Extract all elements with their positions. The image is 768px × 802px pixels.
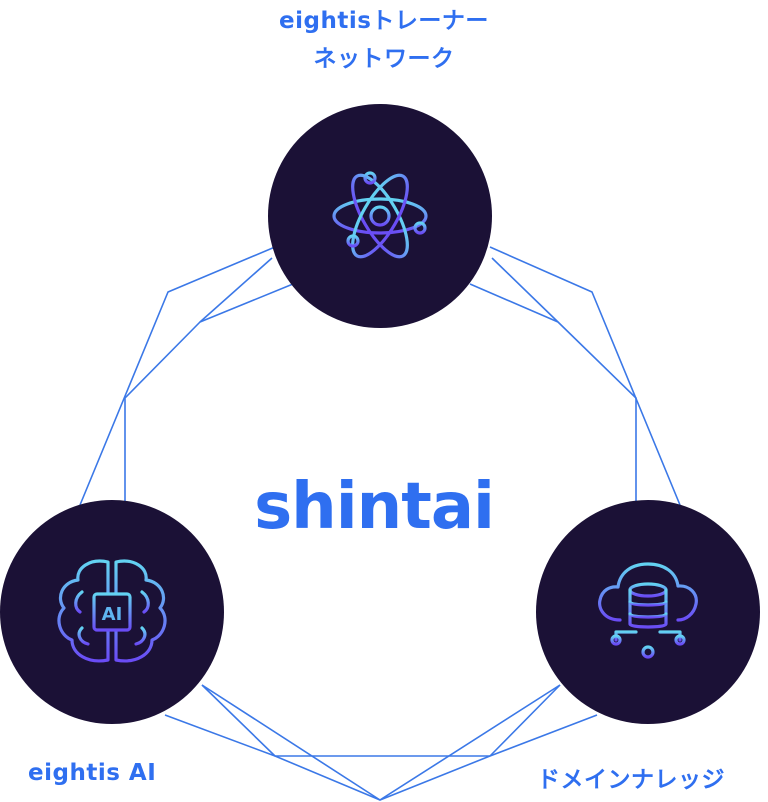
connector-bottom-inner <box>201 684 561 757</box>
connector-lines <box>79 246 681 801</box>
node-domain-knowledge <box>536 500 760 724</box>
node-label-line: eightisトレーナー <box>279 8 489 34</box>
node-label-line: ネットワーク <box>313 46 455 72</box>
ai-brain-icon <box>57 559 167 663</box>
connector-top-right-mid <box>491 257 559 323</box>
node-label-domain-knowledge: ドメインナレッジ <box>537 767 725 793</box>
connector-bottom-mid <box>201 684 561 801</box>
node-label-trainer-network: eightisトレーナー ネットワーク <box>234 2 534 78</box>
connector-top-left-inner <box>124 283 294 505</box>
connector-top-right-inner <box>469 283 637 505</box>
connector-top-left-mid <box>199 257 273 323</box>
connector-top-right-outer <box>489 246 681 506</box>
node-label-eightis-ai: eightis AI <box>28 760 157 786</box>
connector-bottom-outer <box>164 714 598 801</box>
ai-chip-label: AI <box>102 604 123 625</box>
node-trainer-network <box>268 104 492 328</box>
cloud-database-icon <box>598 562 698 659</box>
atom-icon <box>332 171 428 259</box>
connector-top-left-outer <box>79 246 276 506</box>
center-brand-text: shintai <box>254 470 495 544</box>
